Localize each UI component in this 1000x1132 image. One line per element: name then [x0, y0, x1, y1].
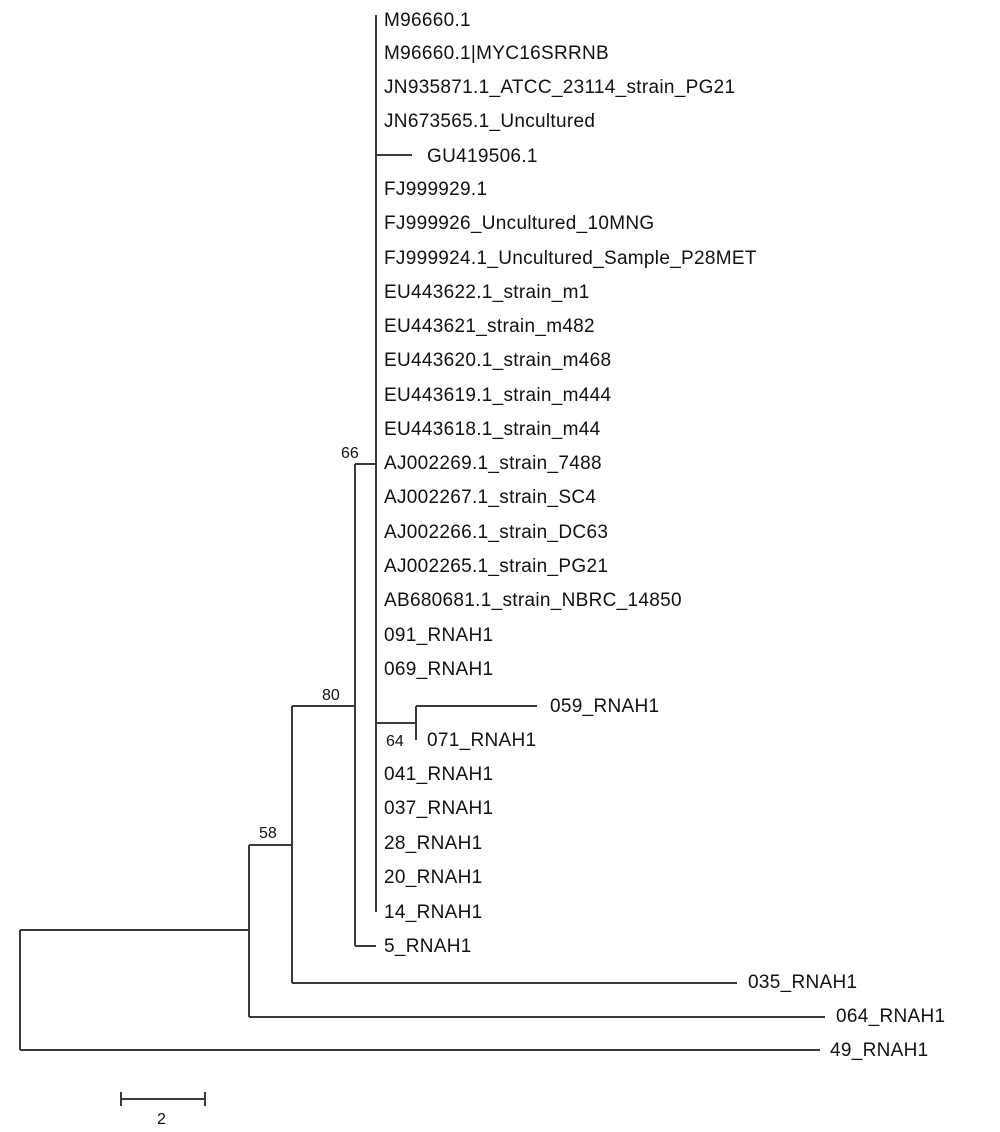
leaf-label: 14_RNAH1 — [384, 902, 483, 923]
leaf-label: 059_RNAH1 — [550, 696, 659, 717]
leaf-label: EU443621_strain_m482 — [384, 316, 595, 337]
leaf-label: 5_RNAH1 — [384, 936, 472, 957]
tree-branches — [19, 15, 825, 1051]
bootstrap-values: 66 80 58 64 — [259, 445, 404, 842]
leaf-label: AJ002269.1_strain_7488 — [384, 453, 602, 474]
leaf-label: 037_RNAH1 — [384, 798, 493, 819]
leaf-label: AB680681.1_strain_NBRC_14850 — [384, 590, 682, 611]
scale-bar-label: 2 — [157, 1111, 166, 1128]
leaf-label: JN935871.1_ATCC_23114_strain_PG21 — [384, 77, 735, 98]
leaf-label: FJ999929.1 — [384, 179, 487, 200]
leaf-label: AJ002267.1_strain_SC4 — [384, 487, 596, 508]
leaf-label: GU419506.1 — [427, 146, 538, 167]
leaf-label: 069_RNAH1 — [384, 659, 493, 680]
bootstrap-value: 58 — [259, 825, 277, 842]
leaf-label: EU443622.1_strain_m1 — [384, 282, 590, 303]
leaf-label: 20_RNAH1 — [384, 867, 483, 888]
leaf-label: 091_RNAH1 — [384, 625, 493, 646]
leaf-label: 071_RNAH1 — [427, 730, 536, 751]
leaf-label: 28_RNAH1 — [384, 833, 483, 854]
leaf-label: 041_RNAH1 — [384, 764, 493, 785]
leaf-label: M96660.1 — [384, 10, 471, 31]
leaf-label: EU443618.1_strain_m44 — [384, 419, 601, 440]
leaf-label: FJ999924.1_Uncultured_Sample_P28MET — [384, 248, 757, 269]
bootstrap-value: 64 — [386, 733, 404, 750]
leaf-label: AJ002266.1_strain_DC63 — [384, 522, 608, 543]
leaf-labels: M96660.1 M96660.1|MYC16SRRNB JN935871.1_… — [384, 10, 945, 1061]
leaf-label: EU443619.1_strain_m444 — [384, 385, 611, 406]
leaf-label: EU443620.1_strain_m468 — [384, 350, 611, 371]
leaf-label: FJ999926_Uncultured_10MNG — [384, 213, 655, 234]
leaf-label: 035_RNAH1 — [748, 972, 857, 993]
leaf-label: AJ002265.1_strain_PG21 — [384, 556, 608, 577]
leaf-label: JN673565.1_Uncultured — [384, 111, 595, 132]
bootstrap-value: 66 — [341, 445, 359, 462]
leaf-label: 064_RNAH1 — [836, 1006, 945, 1027]
scale-bar: 2 — [120, 1092, 206, 1128]
leaf-label: 49_RNAH1 — [830, 1040, 929, 1061]
bootstrap-value: 80 — [322, 687, 340, 704]
leaf-label: M96660.1|MYC16SRRNB — [384, 43, 609, 64]
